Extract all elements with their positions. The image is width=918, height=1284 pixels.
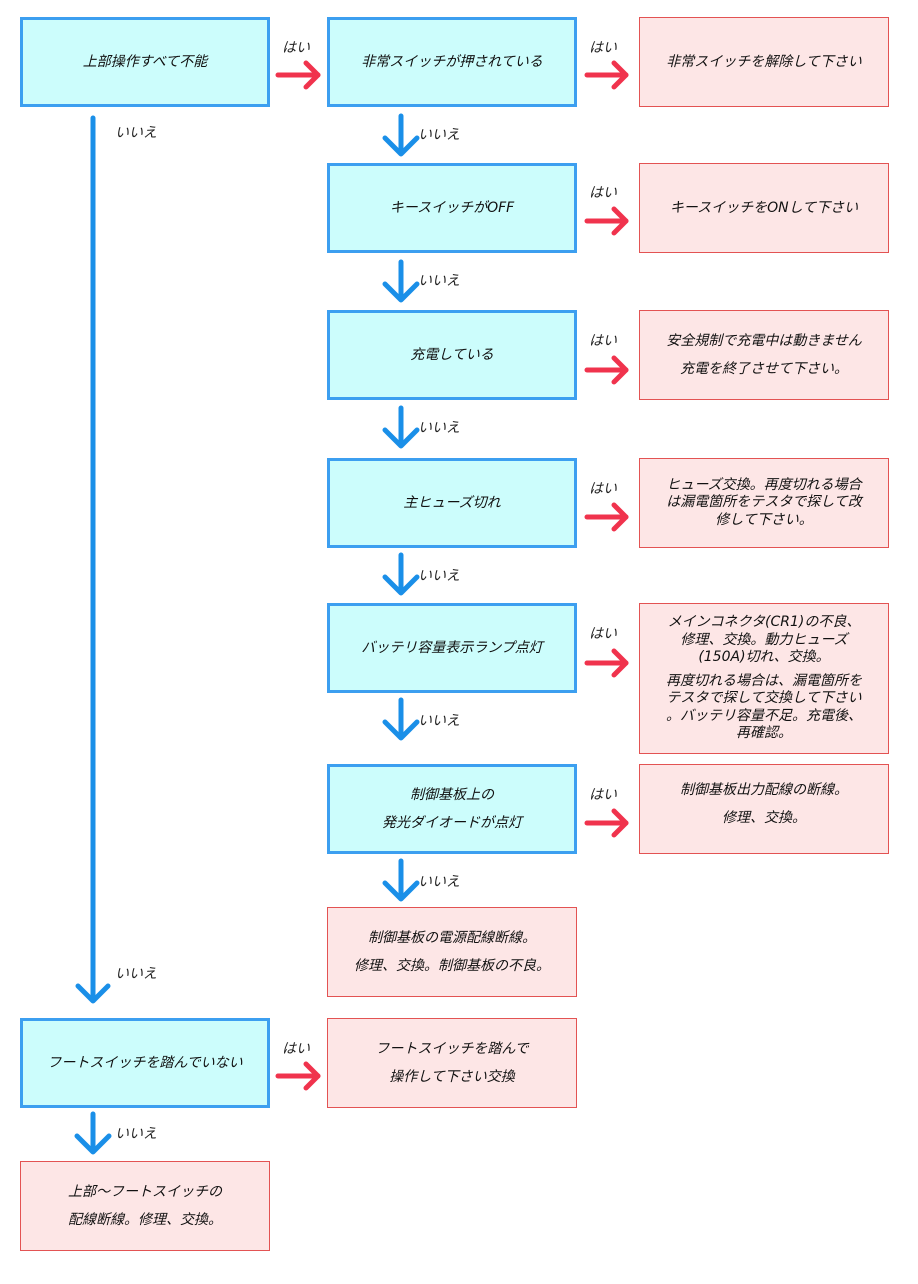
no-arrow [382, 405, 420, 449]
yes-arrow [584, 206, 629, 236]
yes-label: はい [589, 481, 617, 497]
yes-label: はい [589, 626, 617, 642]
no-label: いいえ [115, 1126, 157, 1142]
question-foot-switch: フートスイッチを踏んでいない [20, 1018, 270, 1108]
yes-arrow [584, 355, 629, 385]
question-led-lit: 制御基板上の 発光ダイオードが点灯 [327, 764, 577, 854]
no-arrow-long [75, 115, 111, 1004]
yes-label: はい [282, 40, 310, 56]
answer-press-foot-switch: フートスイッチを踏んで 操作して下さい交換 [327, 1018, 577, 1108]
no-arrow [74, 1111, 112, 1155]
yes-label: はい [282, 1041, 310, 1057]
answer-main-connector: メインコネクタ(CR1)の不良、 修理、交換。動力ヒューズ (150A)切れ、交… [639, 603, 889, 754]
question-charging: 充電している [327, 310, 577, 400]
no-arrow [382, 113, 420, 157]
yes-arrow [584, 502, 629, 532]
yes-arrow [584, 808, 629, 838]
answer-power-wiring: 制御基板の電源配線断線。 修理、交換。制御基板の不良。 [327, 907, 577, 997]
yes-arrow [584, 648, 629, 678]
yes-label: はい [589, 787, 617, 803]
no-label: いいえ [115, 125, 157, 141]
yes-arrow [584, 60, 629, 90]
answer-key-switch-on: キースイッチをONして下さい [639, 163, 889, 253]
no-arrow [382, 858, 420, 902]
answer-release-emergency: 非常スイッチを解除して下さい [639, 17, 889, 107]
question-battery-lamp: バッテリ容量表示ランプ点灯 [327, 603, 577, 693]
answer-fuse-replace: ヒューズ交換。再度切れる場合 は漏電箇所をテスタで探して改 修して下さい。 [639, 458, 889, 548]
question-all-operations-disabled: 上部操作すべて不能 [20, 17, 270, 107]
yes-label: はい [589, 333, 617, 349]
yes-label: はい [589, 185, 617, 201]
no-arrow [382, 552, 420, 596]
question-main-fuse: 主ヒューズ切れ [327, 458, 577, 548]
question-emergency-switch: 非常スイッチが押されている [327, 17, 577, 107]
no-label: いいえ [418, 874, 460, 890]
no-arrow [382, 697, 420, 741]
yes-label: はい [589, 40, 617, 56]
yes-arrow [275, 60, 321, 90]
no-arrow [382, 259, 420, 303]
answer-charging: 安全規制で充電中は動きません 充電を終了させて下さい。 [639, 310, 889, 400]
no-label: いいえ [418, 273, 460, 289]
no-label: いいえ [418, 420, 460, 436]
answer-output-wiring: 制御基板出力配線の断線。 修理、交換。 [639, 764, 889, 854]
no-label: いいえ [418, 568, 460, 584]
no-label: いいえ [115, 966, 157, 982]
yes-arrow [275, 1061, 321, 1091]
answer-foot-switch-wiring: 上部〜フートスイッチの 配線断線。修理、交換。 [20, 1161, 270, 1251]
no-label: いいえ [418, 713, 460, 729]
question-key-switch-off: キースイッチがOFF [327, 163, 577, 253]
no-label: いいえ [418, 127, 460, 143]
